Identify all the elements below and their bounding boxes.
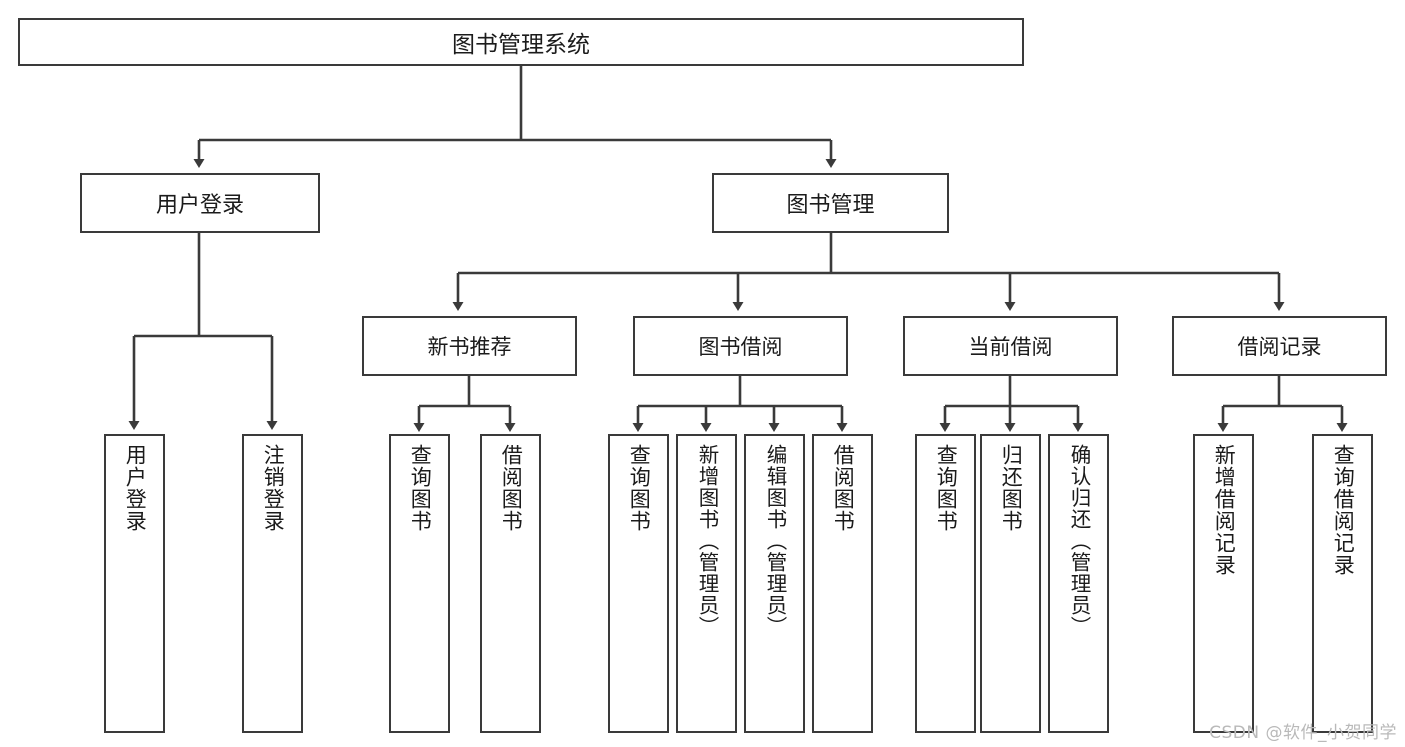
leaf-add-book[interactable]: 新增图书（管理员） <box>676 434 737 733</box>
leaf-query-book-current[interactable]: 查询图书 <box>915 434 976 733</box>
leaf-label: 新增图书（管理员） <box>695 444 719 638</box>
leaf-return-book[interactable]: 归还图书 <box>980 434 1041 733</box>
leaf-borrow-book[interactable]: 借阅图书 <box>812 434 873 733</box>
leaf-label: 注销登录 <box>261 444 286 532</box>
node-book-borrow[interactable]: 图书借阅 <box>633 316 848 376</box>
leaf-add-record[interactable]: 新增借阅记录 <box>1193 434 1254 733</box>
node-label: 当前借阅 <box>968 335 1053 359</box>
node-book-manage[interactable]: 图书管理 <box>712 173 949 233</box>
leaf-user-login[interactable]: 用户登录 <box>104 434 165 733</box>
leaf-label: 借阅图书 <box>499 444 524 532</box>
leaf-label: 确认归还（管理员） <box>1067 444 1091 638</box>
node-label: 图书借阅 <box>698 335 783 359</box>
node-label: 新书推荐 <box>427 335 512 359</box>
leaf-label: 编辑图书（管理员） <box>763 444 787 638</box>
leaf-label: 查询借阅记录 <box>1331 444 1356 576</box>
node-label: 用户登录 <box>155 193 244 218</box>
leaf-label: 查询图书 <box>934 444 959 532</box>
leaf-label: 新增借阅记录 <box>1212 444 1237 576</box>
leaf-query-book-borrow[interactable]: 查询图书 <box>608 434 669 733</box>
leaf-logout[interactable]: 注销登录 <box>242 434 303 733</box>
node-current-borrow[interactable]: 当前借阅 <box>903 316 1118 376</box>
leaf-edit-book[interactable]: 编辑图书（管理员） <box>744 434 805 733</box>
leaf-label: 查询图书 <box>408 444 433 532</box>
leaf-confirm-return[interactable]: 确认归还（管理员） <box>1048 434 1109 733</box>
leaf-label: 查询图书 <box>627 444 652 532</box>
leaf-query-record[interactable]: 查询借阅记录 <box>1312 434 1373 733</box>
node-label: 图书管理 <box>786 193 875 218</box>
leaf-label: 归还图书 <box>999 444 1024 532</box>
node-user-login[interactable]: 用户登录 <box>80 173 320 233</box>
node-borrow-record[interactable]: 借阅记录 <box>1172 316 1387 376</box>
leaf-borrow-book-recommend[interactable]: 借阅图书 <box>480 434 541 733</box>
watermark: CSDN @软件_小贺同学 <box>1209 723 1397 743</box>
node-label: 借阅记录 <box>1237 335 1322 359</box>
leaf-label: 借阅图书 <box>831 444 856 532</box>
node-root-system[interactable]: 图书管理系统 <box>18 18 1024 66</box>
leaf-query-book-recommend[interactable]: 查询图书 <box>389 434 450 733</box>
node-label: 图书管理系统 <box>452 32 590 58</box>
leaf-label: 用户登录 <box>123 444 148 532</box>
node-new-book-recommend[interactable]: 新书推荐 <box>362 316 577 376</box>
